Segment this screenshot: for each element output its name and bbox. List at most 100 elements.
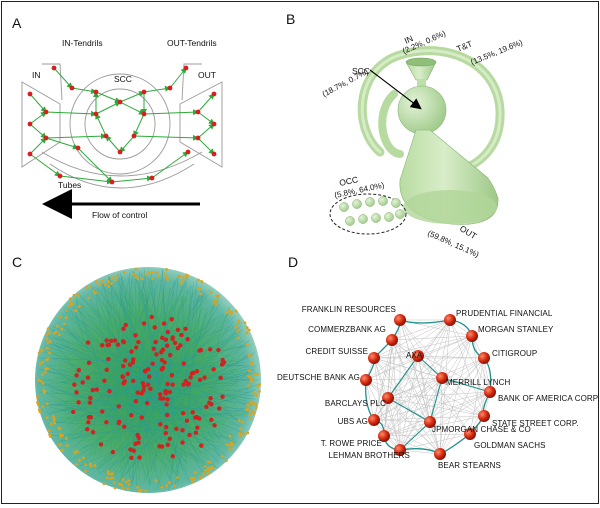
network-node-core — [180, 440, 184, 444]
network-node-peripheral — [163, 273, 166, 276]
network-node-core — [121, 327, 125, 331]
network-node-core — [176, 346, 180, 350]
network-node-peripheral — [246, 432, 249, 435]
network-node-peripheral — [89, 462, 92, 465]
network-node-core — [117, 404, 121, 408]
occ-sphere — [358, 214, 367, 223]
bowtie-node — [58, 174, 63, 179]
network-node-core — [147, 374, 151, 378]
occ-sphere — [378, 196, 387, 205]
network-node-core — [106, 357, 110, 361]
bowtie-edge — [120, 136, 134, 152]
network-node-peripheral — [53, 422, 56, 425]
network-node-core — [150, 315, 154, 319]
bank-node — [394, 314, 406, 326]
network-node-peripheral — [237, 336, 240, 339]
network-node-core — [76, 400, 80, 404]
network-node-peripheral — [113, 481, 116, 484]
network-node-peripheral — [46, 416, 49, 419]
network-node-peripheral — [47, 358, 50, 361]
network-node-core — [134, 399, 138, 403]
network-node-core — [142, 321, 146, 325]
network-node-core — [121, 381, 125, 385]
network-node-peripheral — [160, 486, 163, 489]
bowtie-node — [168, 86, 173, 91]
bank-label: BARCLAYS PLC — [325, 399, 386, 408]
bank-label: BEAR STEARNS — [438, 461, 501, 470]
network-node-core — [216, 348, 220, 352]
network-node-peripheral — [115, 275, 118, 278]
network-node-core — [88, 396, 92, 400]
network-node-peripheral — [147, 271, 150, 274]
network-node-core — [160, 444, 164, 448]
network-node-core — [198, 378, 202, 382]
bowtie-edge — [30, 112, 46, 124]
network-node-core — [166, 330, 170, 334]
network-node-core — [145, 401, 149, 405]
network-node-core — [121, 339, 125, 343]
bank-node — [484, 386, 496, 398]
panel-b-letter: B — [286, 11, 295, 27]
network-node-peripheral — [180, 282, 183, 285]
network-node-peripheral — [247, 384, 250, 387]
network-node-core — [164, 391, 168, 395]
network-node-peripheral — [176, 476, 179, 479]
bowtie-node — [196, 110, 201, 115]
network-node-peripheral — [128, 479, 131, 482]
network-node-core — [124, 323, 128, 327]
network-node-peripheral — [53, 419, 56, 422]
bowtie-node — [212, 122, 217, 127]
bowtie-edge — [46, 138, 78, 148]
network-node-peripheral — [166, 278, 169, 281]
network-node-core — [128, 362, 132, 366]
network-node-peripheral — [238, 432, 241, 435]
network-node-peripheral — [230, 312, 233, 315]
network-node-core — [208, 396, 212, 400]
network-node-peripheral — [241, 421, 244, 424]
network-node-peripheral — [185, 274, 188, 277]
bank-label: CITIGROUP — [492, 349, 537, 358]
network-node-peripheral — [37, 379, 40, 382]
network-node-peripheral — [73, 294, 76, 297]
bowtie-in-label: IN — [32, 70, 41, 80]
panel-c-letter: C — [12, 254, 22, 270]
bowtie-node — [28, 92, 33, 97]
network-node-core — [168, 437, 172, 441]
network-node-core — [197, 348, 201, 352]
bank-label: T. ROWE PRICE — [321, 439, 382, 448]
network-node-core — [194, 431, 198, 435]
occ-sphere — [345, 216, 354, 225]
network-node-peripheral — [246, 344, 249, 347]
bowtie-edge — [144, 112, 198, 114]
network-node-peripheral — [182, 276, 185, 279]
network-node-peripheral — [150, 271, 153, 274]
bowtie-tubes-label: Tubes — [58, 180, 81, 190]
bank-label: CREDIT SUISSE — [306, 347, 369, 356]
network-node-peripheral — [89, 285, 92, 288]
network-node-core — [164, 402, 168, 406]
network-node-core — [188, 375, 192, 379]
network-node-peripheral — [69, 298, 72, 301]
flow-of-control-label: Flow of control — [92, 210, 147, 220]
network-node-core — [211, 367, 215, 371]
network-node-core — [187, 381, 191, 385]
bank-label: FRANKLIN RESOURCES — [302, 305, 396, 314]
bank-node — [360, 374, 372, 386]
network-node-core — [137, 436, 141, 440]
network-node-core — [162, 360, 166, 364]
core-edge — [384, 434, 470, 436]
network-node-peripheral — [53, 332, 56, 335]
network-node-peripheral — [60, 328, 63, 331]
network-node-core — [195, 415, 199, 419]
network-node-peripheral — [178, 275, 181, 278]
network-node-core — [168, 390, 172, 394]
network-node-core — [146, 383, 150, 387]
occ-sphere — [339, 202, 348, 211]
network-node-peripheral — [74, 451, 77, 454]
network-node-peripheral — [135, 268, 138, 271]
bowtie-node — [184, 66, 189, 71]
bank-label: GOLDMAN SACHS — [474, 441, 546, 450]
network-node-peripheral — [247, 375, 250, 378]
network-node-core — [152, 347, 156, 351]
